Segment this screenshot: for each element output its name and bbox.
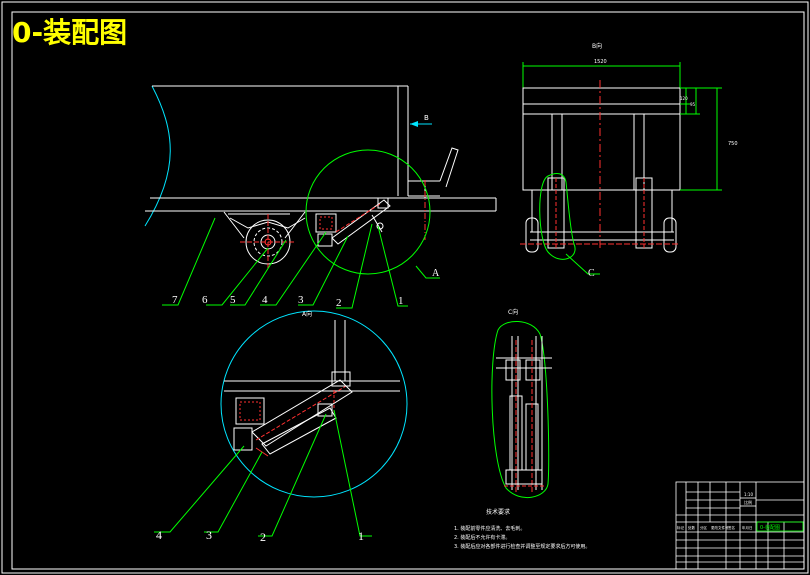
a-detail-lever bbox=[251, 379, 353, 447]
tech-requirement-1: 1. 装配前零件应清洗、去毛刺。 bbox=[454, 525, 525, 532]
part-label-5: 5 bbox=[230, 294, 236, 306]
part-label-7: 7 bbox=[172, 294, 178, 306]
tech-requirements-title: 技术要求 bbox=[486, 508, 510, 516]
a-detail-view bbox=[154, 310, 408, 537]
detail-label-a: A bbox=[432, 268, 440, 279]
b-view bbox=[520, 62, 722, 275]
part-label-3: 3 bbox=[298, 294, 304, 306]
b-view-body bbox=[522, 87, 681, 191]
detail-part-label-4: 4 bbox=[156, 528, 162, 542]
part-label-2: 2 bbox=[336, 297, 342, 309]
a-view-title: A向 bbox=[302, 310, 312, 318]
title-block-header-2: 处数 bbox=[688, 525, 696, 530]
b-view-top-beam bbox=[522, 87, 681, 105]
drawing-title: 0-装配图 bbox=[12, 16, 127, 49]
detail-part-label-3: 3 bbox=[206, 528, 212, 542]
detail-part-label-2: 2 bbox=[260, 530, 266, 544]
title-block-header-1: 标记 bbox=[677, 525, 685, 530]
tech-requirement-3: 3. 装配后应对各部件进行检查并调整至规定要求后方可使用。 bbox=[454, 543, 590, 550]
title-block-header-3: 分区 bbox=[700, 525, 708, 530]
part-label-1: 1 bbox=[398, 295, 404, 307]
a-detail-circle bbox=[220, 310, 408, 498]
c-detail-view bbox=[491, 321, 552, 498]
b-view-right-wheel bbox=[663, 217, 677, 253]
title-block-header-5: 签名 bbox=[728, 525, 735, 530]
detail-outline-c bbox=[539, 173, 576, 260]
title-block bbox=[675, 481, 805, 570]
b-view-dim-2: 95 bbox=[690, 102, 696, 107]
b-view-height-dim: 750 bbox=[728, 141, 738, 147]
part-label-4: 4 bbox=[262, 294, 268, 306]
title-block-header-4: 更改文件号 bbox=[711, 525, 729, 530]
title-block-scale: 1:10 bbox=[744, 492, 753, 497]
tech-requirement-2: 2. 装配后不允许有卡滞。 bbox=[454, 534, 510, 541]
detail-label-c: C bbox=[588, 268, 595, 279]
arrow-label-b: B bbox=[424, 114, 429, 122]
title-block-header-6: 年月日 bbox=[742, 525, 753, 530]
inner-frame bbox=[11, 11, 805, 570]
detail-part-label-1: 1 bbox=[358, 529, 364, 543]
title-block-ratio: 比例 bbox=[744, 499, 752, 505]
b-view-width-dim: 1520 bbox=[594, 59, 607, 65]
cart-break-line bbox=[144, 85, 171, 227]
detail-circle-a bbox=[305, 149, 431, 275]
b-view-left-wheel bbox=[525, 217, 539, 253]
main-view bbox=[144, 85, 497, 309]
a-detail-housing bbox=[235, 397, 265, 425]
c-detail-outline bbox=[491, 321, 550, 498]
c-view-title: C向 bbox=[508, 308, 518, 316]
b-view-title: B向 bbox=[592, 42, 602, 50]
title-block-drawing-name: 0-装配图 bbox=[760, 524, 780, 531]
b-view-dim-1: 120 bbox=[680, 96, 688, 101]
part-label-6: 6 bbox=[202, 294, 208, 306]
tow-handle bbox=[439, 147, 459, 188]
